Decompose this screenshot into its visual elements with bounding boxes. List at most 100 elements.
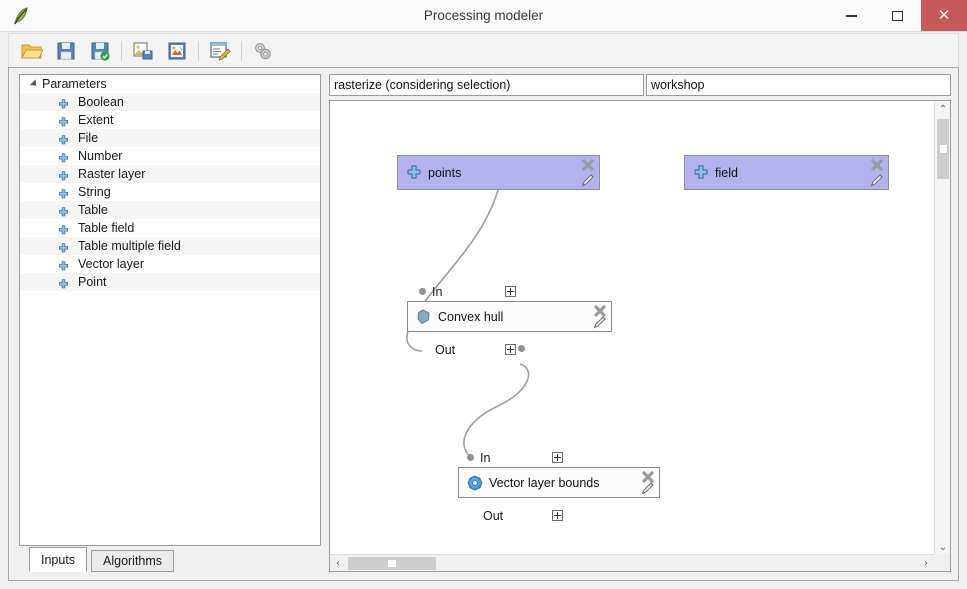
parameter-plus-icon — [693, 165, 709, 181]
convex-hull-out-expand[interactable] — [505, 344, 516, 355]
parameter-plus-icon — [58, 277, 69, 289]
vector-bounds-out-label: Out — [483, 509, 504, 523]
folder-open-icon — [21, 44, 43, 59]
tree-item-table-field[interactable]: Table field — [20, 219, 320, 237]
tree-item-number[interactable]: Number — [20, 147, 320, 165]
parameter-plus-icon — [58, 205, 69, 217]
node-vector-layer-bounds-box[interactable]: Vector layer bounds — [458, 467, 660, 498]
tree-item-table[interactable]: Table — [20, 201, 320, 219]
canvas-vertical-scrollbar[interactable]: ⌃ ⌄ — [934, 101, 950, 555]
tree-item-table-multiple-field[interactable]: Table multiple field — [20, 237, 320, 255]
node-vector-layer-bounds[interactable]: Vector layer bounds — [458, 467, 660, 498]
pencil-edit-icon[interactable] — [592, 314, 608, 330]
export-pdf-button[interactable] — [160, 36, 194, 66]
parameter-plus-icon — [58, 169, 69, 181]
vector-bounds-out-expand[interactable] — [552, 510, 563, 521]
tree-item-boolean[interactable]: Boolean — [20, 93, 320, 111]
expand-triangle-icon[interactable] — [29, 79, 40, 89]
vector-bounds-in-expand[interactable] — [552, 452, 563, 463]
tree-item-label: String — [78, 185, 111, 199]
pencil-edit-icon[interactable] — [640, 480, 656, 496]
run-model-button[interactable] — [246, 36, 280, 66]
canvas-horizontal-scrollbar[interactable]: ‹ › — [330, 554, 934, 571]
convex-hull-out-dot[interactable] — [518, 345, 525, 352]
parameter-plus-icon — [58, 97, 69, 109]
window-title: Processing modeler — [423, 8, 544, 23]
tree-item-label: File — [78, 131, 99, 145]
tree-item-vector-layer[interactable]: Vector layer — [20, 255, 320, 273]
node-points[interactable]: points — [397, 155, 600, 190]
tree-item-label: Number — [78, 149, 123, 163]
node-field[interactable]: field — [684, 155, 889, 190]
scroll-up-icon[interactable]: ⌃ — [938, 103, 948, 115]
tree-item-file[interactable]: File — [20, 129, 320, 147]
parameter-plus-icon — [58, 115, 69, 127]
title-bar: Processing modeler ✕ — [0, 0, 967, 32]
export-image-icon — [133, 42, 153, 60]
model-canvas[interactable]: points — [330, 101, 934, 555]
minimize-button[interactable] — [828, 0, 874, 31]
node-points-box[interactable]: points — [397, 155, 600, 190]
scroll-left-icon[interactable]: ‹ — [336, 557, 340, 569]
scrollbar-grip — [940, 145, 947, 153]
tree-item-label: Table multiple field — [78, 239, 181, 253]
parameter-plus-icon — [58, 133, 69, 145]
horizontal-scrollbar-thumb[interactable] — [348, 557, 436, 570]
toolbar-separator — [121, 41, 122, 61]
tree-item-extent[interactable]: Extent — [20, 111, 320, 129]
close-x-icon[interactable] — [870, 158, 884, 172]
run-gears-icon — [255, 43, 271, 60]
scrollbar-grip — [388, 560, 396, 567]
tree-item-label: Table — [78, 203, 108, 217]
vector-bounds-in-dot[interactable] — [467, 454, 474, 461]
node-points-label: points — [428, 165, 462, 180]
model-editor: points — [329, 74, 951, 572]
node-convex-hull-box[interactable]: Convex hull — [407, 301, 612, 332]
vertical-scrollbar-thumb[interactable] — [937, 119, 949, 179]
tree-item-point[interactable]: Point — [20, 273, 320, 291]
tree-root-parameters[interactable]: Parameters — [20, 75, 320, 93]
node-convex-hull-label: Convex hull — [438, 309, 504, 324]
floppy-save-as-icon — [91, 42, 110, 61]
pencil-edit-icon[interactable] — [869, 172, 885, 188]
save-model-button[interactable] — [49, 36, 83, 66]
vector-bounds-gear-icon — [467, 475, 483, 491]
save-model-as-button[interactable] — [83, 36, 117, 66]
scroll-down-icon[interactable]: ⌄ — [938, 541, 948, 553]
close-button[interactable]: ✕ — [921, 0, 967, 31]
close-x-icon[interactable] — [641, 470, 655, 484]
node-field-label: field — [715, 165, 738, 180]
tab-inputs[interactable]: Inputs — [29, 547, 88, 572]
model-group-input[interactable] — [646, 74, 951, 96]
close-x-icon[interactable] — [593, 304, 607, 318]
convex-hull-in-expand[interactable] — [505, 286, 516, 297]
toolbar-separator — [198, 41, 199, 61]
pencil-edit-icon[interactable] — [580, 172, 596, 188]
edit-help-button[interactable] — [203, 36, 237, 66]
export-image-button[interactable] — [126, 36, 160, 66]
maximize-button[interactable] — [874, 0, 920, 31]
vector-bounds-in-label: In — [480, 451, 491, 465]
parameter-plus-icon — [406, 165, 422, 181]
convex-hull-in-dot[interactable] — [419, 288, 426, 295]
close-x-icon[interactable] — [581, 158, 595, 172]
scroll-right-icon[interactable]: › — [924, 557, 928, 569]
tree-item-raster-layer[interactable]: Raster layer — [20, 165, 320, 183]
dock-tabs: Inputs Algorithms — [19, 546, 321, 572]
tree-item-label: Raster layer — [78, 167, 146, 181]
edit-help-icon — [210, 42, 231, 61]
node-convex-hull[interactable]: Convex hull — [407, 301, 612, 332]
scrollbar-corner — [934, 554, 950, 571]
tree-item-label: Vector layer — [78, 257, 145, 271]
model-name-input[interactable] — [329, 74, 644, 96]
export-pdf-icon — [168, 42, 186, 60]
open-model-button[interactable] — [15, 36, 49, 66]
tree-item-string[interactable]: String — [20, 183, 320, 201]
parameter-plus-icon — [58, 151, 69, 163]
node-field-box[interactable]: field — [684, 155, 889, 190]
convex-hull-out-label: Out — [435, 343, 456, 357]
tab-algorithms[interactable]: Algorithms — [91, 550, 175, 572]
qgis-leaf-icon — [10, 5, 32, 27]
